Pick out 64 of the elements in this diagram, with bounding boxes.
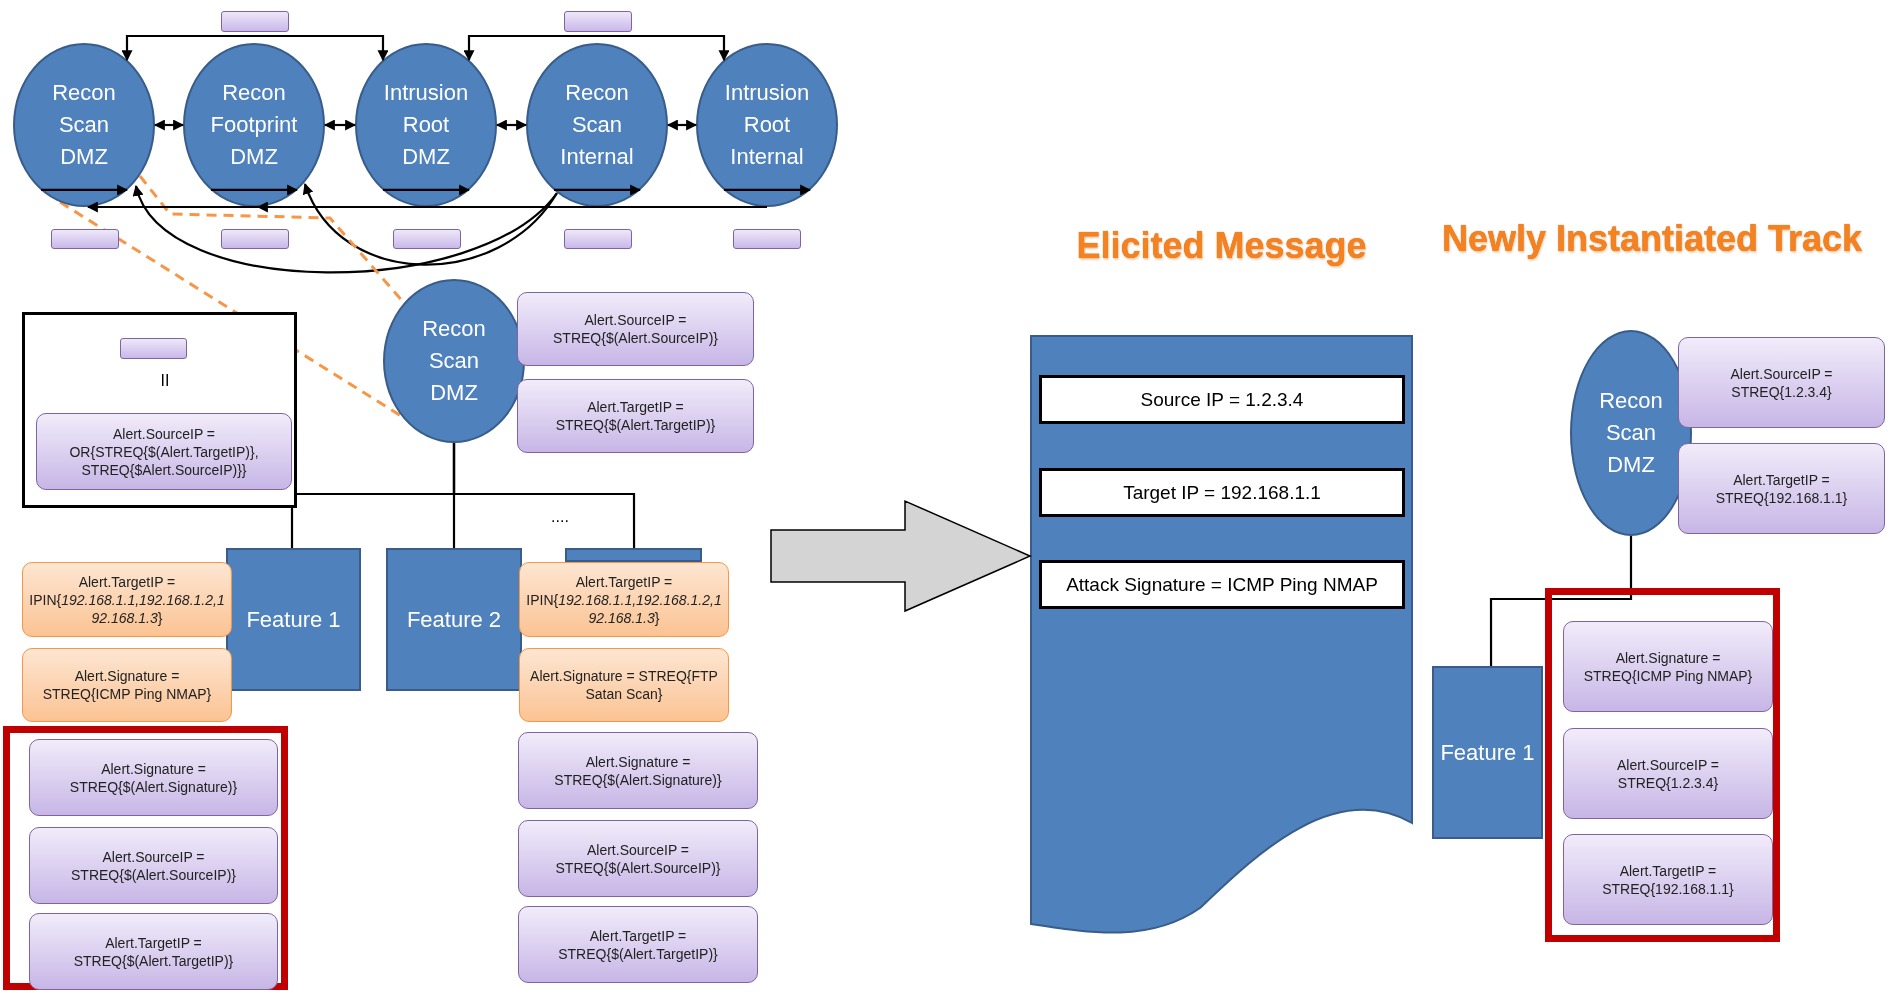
condition-box: Alert.Signature = STREQ{$(Alert.Signature)}: [29, 739, 278, 816]
arrow: [153, 119, 185, 131]
arrow: [304, 183, 558, 266]
placeholder-box: [733, 229, 801, 249]
condition-box: Alert.SourceIP = STREQ{$(Alert.SourceIP)}: [29, 827, 278, 904]
constraint-box: Alert.Signature = STREQ{FTP Satan Scan}: [519, 648, 729, 722]
condition-box: Alert.SourceIP = STREQ{$(Alert.SourceIP)}: [517, 292, 754, 366]
placeholder-box: [221, 229, 289, 249]
arrow: [666, 119, 698, 131]
arrow: [382, 184, 471, 196]
connector-line: [452, 443, 636, 548]
feature-box: Feature 1: [1432, 666, 1543, 839]
placeholder-box: [564, 11, 632, 32]
section-heading: Elicited Message: [1076, 225, 1367, 267]
condition-box: Alert.TargetIP = STREQ{$(Alert.TargetIP)}: [518, 906, 758, 983]
highlight-frame: [1545, 588, 1780, 942]
condition-box: Alert.SourceIP = STREQ{$(Alert.SourceIP)}: [518, 820, 758, 897]
placeholder-box: [564, 229, 632, 249]
arrow: [134, 185, 558, 274]
constraint-box: Alert.TargetIP = IPIN{192.168.1.1,192.168.1.2,192.168.1.3}: [519, 562, 729, 637]
state-circle: Recon Scan DMZ: [13, 43, 155, 207]
constraint-box: Alert.TargetIP = IPIN{192.168.1.1,192.168.1.2,192.168.1.3}: [22, 562, 232, 637]
callout-frame: [22, 312, 297, 508]
condition-box: Alert.SourceIP = STREQ{1.2.3.4}: [1563, 728, 1773, 819]
section-heading: Newly Instantiated Track: [1441, 218, 1863, 260]
arrow: [463, 34, 730, 62]
state-circle: Recon Scan DMZ: [1570, 330, 1692, 536]
connector-line: [1489, 536, 1633, 666]
state-circle: Recon Scan Internal: [526, 43, 668, 207]
block-arrow: [770, 499, 1032, 613]
arrow: [723, 184, 812, 196]
arrow: [495, 119, 528, 131]
state-circle: Recon Footprint DMZ: [183, 43, 325, 207]
placeholder-box: [221, 11, 289, 32]
placeholder-box: [51, 229, 119, 249]
state-circle: Intrusion Root DMZ: [355, 43, 497, 207]
condition-box: Alert.TargetIP = STREQ{192.168.1.1}: [1678, 443, 1885, 534]
condition-box: Alert.TargetIP = STREQ{192.168.1.1}: [1563, 834, 1773, 925]
ellipsis-text: ....: [551, 508, 569, 526]
arrow: [323, 119, 357, 131]
arrow: [553, 184, 642, 196]
dashed-line: [59, 200, 402, 418]
field-box: Target IP = 192.168.1.1: [1039, 468, 1405, 517]
feature-box: [565, 548, 702, 562]
field-box: Attack Signature = ICMP Ping NMAP: [1039, 560, 1405, 609]
condition-box: Alert.SourceIP = STREQ{1.2.3.4}: [1678, 337, 1885, 428]
placeholder-box: [120, 338, 187, 359]
arrow: [121, 34, 389, 62]
placeholder-box: [393, 229, 461, 249]
condition-box: Alert.TargetIP = STREQ{$(Alert.TargetIP)}: [29, 913, 278, 990]
constraint-box: Alert.Signature = STREQ{ICMP Ping NMAP}: [22, 648, 232, 722]
highlight-frame: [3, 726, 288, 990]
state-circle: Recon Scan DMZ: [383, 279, 525, 443]
state-circle: Intrusion Root Internal: [696, 43, 838, 207]
condition-box: Alert.SourceIP = OR{STREQ{$(Alert.TargetIP)}, STREQ{$Alert.SourceIP)}}: [36, 413, 292, 490]
condition-box: Alert.Signature = STREQ{ICMP Ping NMAP}: [1563, 621, 1773, 712]
feature-box: Feature 1: [226, 548, 361, 691]
condition-box: Alert.Signature = STREQ{$(Alert.Signature)}: [518, 732, 758, 809]
arrow: [40, 184, 129, 196]
arrow: [210, 184, 299, 196]
feature-box: Feature 2: [386, 548, 522, 691]
symbol-text: II: [160, 372, 170, 390]
field-box: Source IP = 1.2.3.4: [1039, 375, 1405, 424]
condition-box: Alert.TargetIP = STREQ{$(Alert.TargetIP)}: [517, 379, 754, 453]
